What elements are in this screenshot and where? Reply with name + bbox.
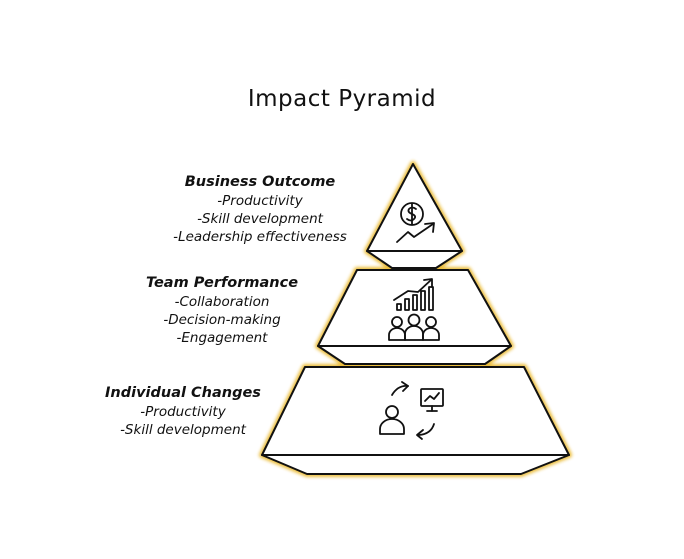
tier-item: -Engagement [176,330,268,346]
tier-heading: Team Performance [145,275,299,291]
tier-item: -Collaboration [174,294,270,310]
dollar-growth-icon [396,202,435,243]
tier-label-team-performance: Team Performance -Collaboration -Decisio… [112,274,332,347]
tier-item: -Skill development [120,422,246,438]
tier-item: -Productivity [140,404,226,420]
tier-label-business-outcome: Business Outcome -Productivity -Skill de… [150,173,370,246]
diagram-title: Impact Pyramid [247,86,437,112]
tier-item: -Productivity [217,193,303,209]
tier-label-individual-changes: Individual Changes -Productivity -Skill … [73,384,293,439]
tier-item: -Skill development [197,211,323,227]
person-cycle-icon [379,381,444,440]
tier-team-performance [317,269,512,365]
tier-heading: Business Outcome [184,174,336,190]
tier-heading: Individual Changes [105,385,261,401]
tier-item: -Leadership effectiveness [173,229,347,245]
team-chart-icon [388,278,440,341]
tier-individual-changes [261,366,570,475]
tier-item: -Decision-making [163,312,281,328]
